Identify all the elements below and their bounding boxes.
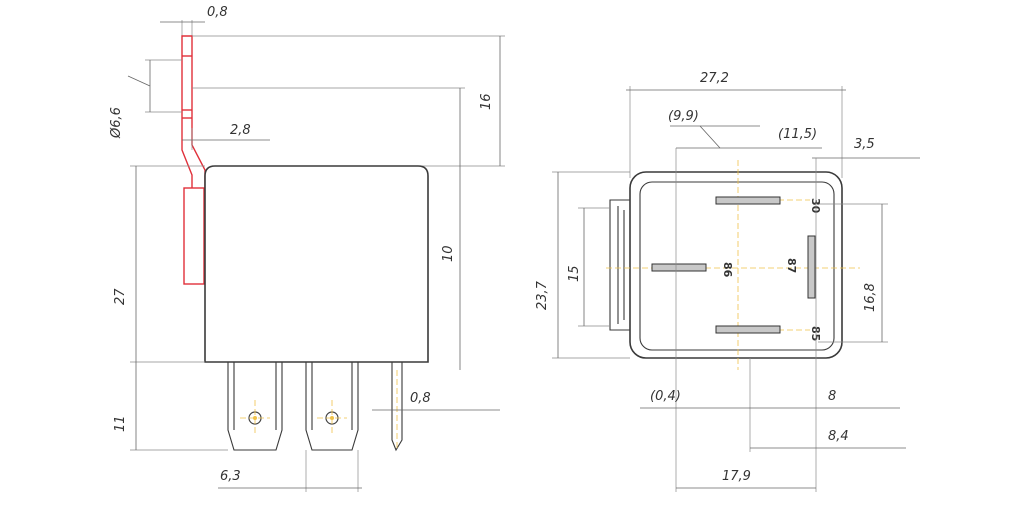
- dim-overall-height: 23,7: [535, 280, 550, 310]
- pin-label-85: 85: [809, 326, 822, 341]
- top-view: 27,2 (9,9) (11,5) 3,5 23,7 15 16,8: [535, 71, 920, 492]
- dim-lead-thickness: 0,8: [207, 5, 228, 20]
- dim-offset-left: (0,4): [650, 389, 681, 404]
- dim-pin-width: 6,3: [220, 469, 241, 484]
- dim-lead-width: Ø6,6: [109, 107, 124, 139]
- dim-tab-thickness: 0,8: [410, 391, 431, 406]
- relay-top-outer: [629, 171, 843, 359]
- dim-total-17-9: 17,9: [722, 469, 751, 484]
- pin-middle: [305, 362, 359, 451]
- dim-pitch-8-4: 8,4: [828, 429, 849, 444]
- pin-bar-right: [807, 235, 816, 299]
- dim-pin-offset: 10: [441, 245, 456, 262]
- pin-label-30: 30: [809, 198, 822, 214]
- dim-pin-pos-b: (11,5): [778, 127, 817, 142]
- dim-pin-pos-a: (9,9): [668, 109, 699, 124]
- relay-top-inner: [639, 181, 835, 351]
- dim-edge-gap: 3,5: [854, 137, 875, 152]
- pin-bar-bottom: [715, 325, 781, 334]
- dim-pitch-8: 8: [828, 389, 836, 404]
- pin-tab: [391, 362, 403, 452]
- dim-clip-height: 15: [567, 265, 582, 282]
- clip-outer: [609, 199, 630, 331]
- dim-pin-span: 16,8: [863, 283, 878, 312]
- dim-lead-height: 16: [479, 93, 494, 110]
- dim-overall-width: 27,2: [700, 71, 729, 86]
- pin-bar-middle: [651, 263, 707, 272]
- dim-body-height: 27: [113, 288, 128, 305]
- relay-body: [204, 165, 429, 363]
- lead-outline: [181, 35, 206, 191]
- pin-left: [227, 362, 283, 451]
- pin-bar-top: [715, 196, 781, 205]
- pin-label-87: 87: [785, 258, 798, 273]
- side-view: 0,8 Ø6,6 2,8 16 10 27: [109, 5, 505, 492]
- pin-label-86: 86: [721, 262, 734, 278]
- dim-lead-offset: 2,8: [230, 123, 251, 138]
- dim-pin-length: 11: [113, 415, 128, 432]
- lead-plate: [183, 187, 205, 285]
